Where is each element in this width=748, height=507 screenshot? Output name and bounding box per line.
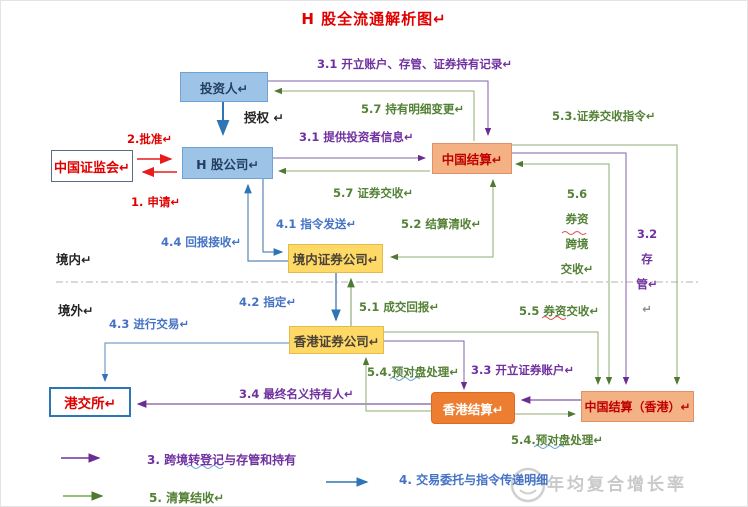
arrow-open-securities-account (384, 340, 468, 390)
arrow-settlement-order (512, 144, 681, 385)
label-settlement-order: 5.3.证券交收指令↵ (552, 109, 656, 123)
label-designate: 4.2 指定↵ (239, 295, 297, 309)
label-holding-detail-change: 5.7 持有明细变更↵ (361, 102, 465, 116)
arrow-clearing-settlement (390, 179, 497, 261)
label-clearing-settlement: 5.2 结算清收↵ (401, 217, 482, 231)
label-report-receive: 4.4 回报接收↵ (161, 235, 242, 249)
label-fund-securities-settle: 5.5 券资交收↵ (519, 304, 600, 318)
page-title: H 股全流通解析图↵ (301, 10, 447, 28)
box-china-clear: 中国结算↵ (432, 143, 512, 174)
arrow-order-send (262, 179, 284, 256)
label-open-securities-account: 3.3 开立证券账户↵ (471, 363, 575, 377)
label-securities-settlement: 5.7 证券交收↵ (333, 186, 414, 200)
label-trade-report: 5.1 成交回报↵ (359, 300, 440, 314)
legend-item-5: 5. 清算结收↵ (149, 491, 225, 505)
legend-item-4: 4. 交易委托与指令传递明细 (399, 473, 549, 487)
label-custody: 3.2 存 管↵ ↵ (636, 227, 658, 316)
box-hk-securities: 香港证券公司↵ (289, 326, 384, 354)
arrow-prematch-upper (362, 357, 431, 412)
arrow-open-account (268, 80, 492, 136)
region-label-offshore: 境外↵ (58, 303, 94, 318)
box-hk-clear: 香港结算↵ (431, 392, 515, 424)
region-label-domestic: 境内↵ (56, 252, 92, 267)
arrow-custody (512, 152, 630, 385)
squiggle-blue-prematch-lower (533, 445, 565, 449)
arrow-do-trade (101, 342, 289, 382)
box-hkex: 港交所↵ (49, 387, 131, 417)
label-order-send: 4.1 指令发送↵ (276, 217, 357, 231)
label-approve: 2.批准↵ (127, 132, 173, 146)
label-final-nominee: 3.4 最终名义持有人↵ (239, 387, 354, 401)
watermark-logo-icon (510, 467, 546, 503)
label-cross-border-settle: 5.6 券资 跨境 交收↵ (560, 187, 594, 276)
legend-item-3: 3. 跨境转登记与存管和持有 (147, 453, 297, 467)
label-prematch-upper: 5.4.预对盘处理↵ (367, 365, 459, 379)
arrow-cross-border-settle (515, 160, 613, 385)
watermark-text: 年均复合增长率 (547, 475, 687, 495)
squiggle-blue-legend3 (186, 465, 224, 469)
box-investor: 投资人↵ (180, 72, 268, 102)
label-provide-investor-info: 3.1 提供投资者信息↵ (299, 130, 414, 144)
box-h-company: H 股公司↵ (182, 147, 273, 179)
box-domestic-securities: 境内证券公司↵ (288, 244, 383, 273)
label-open-account: 3.1 开立账户、存管、证券持有记录↵ (317, 57, 513, 71)
box-csrc: 中国证监会↵ (51, 150, 133, 182)
squiggle-red-l55 (541, 316, 567, 320)
box-china-clear-hk: 中国结算（香港）↵ (581, 391, 694, 422)
squiggle-red-l56 (561, 231, 587, 235)
arrow-report-receive (244, 183, 288, 262)
squiggle-blue-prematch-upper (389, 377, 421, 381)
label-do-trade: 4.3 进行交易↵ (109, 317, 190, 331)
label-authorize: 授权 ↵ (244, 110, 284, 125)
arrow-holding-detail-change (274, 87, 475, 141)
label-apply: 1. 申请↵ (131, 195, 181, 209)
label-prematch-lower: 5.4.预对盘处理↵ (511, 433, 603, 447)
